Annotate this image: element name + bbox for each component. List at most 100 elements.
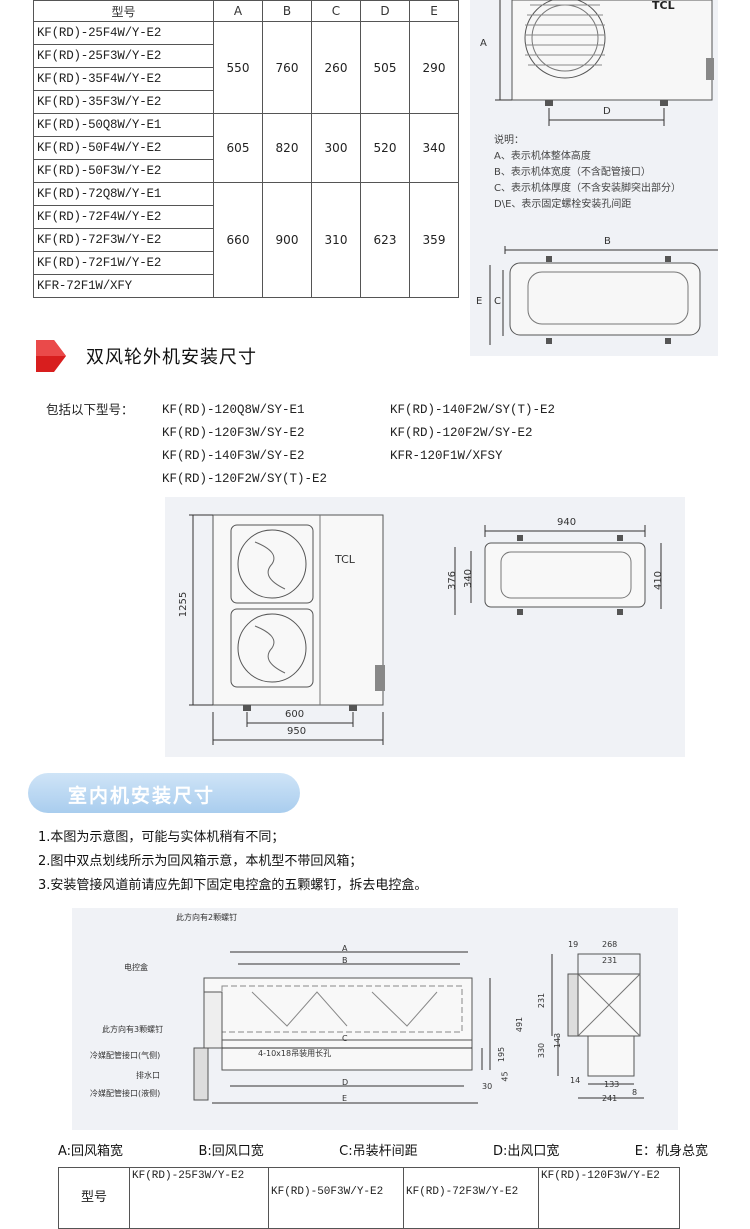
table-row: KF(RD)-35F4W/Y-E2 <box>33 67 459 91</box>
table-row: KF(RD)-50Q8W/Y-E1 605 820 300 520 340 <box>33 113 459 183</box>
legend-item: D:出风口宽 <box>493 1144 560 1159</box>
twin-fan-drawing <box>189 514 662 745</box>
red-arrow-icon <box>36 340 66 372</box>
model-cell: KF(RD)-50F3W/Y-E2 <box>33 159 214 183</box>
twin-fan-diagram-panel: TCL 1255 600 950 940 376 340 410 <box>165 497 685 757</box>
dim-d-label: D <box>342 1078 349 1087</box>
header-e: E <box>409 0 459 22</box>
dim-491: 491 <box>515 1016 525 1033</box>
indoor-dimension-table: 型号 KF(RD)-25F3W/Y-E2 KF(RD)-50F3W/Y-E2 K… <box>58 1167 680 1229</box>
header-model: 型号 <box>58 1167 130 1229</box>
model-cell: KF(RD)-72F3W/Y-E2 <box>33 228 214 252</box>
dim-330: 330 <box>537 1042 547 1059</box>
outdoor-dimension-table: 型号 A B C D E KF(RD)-25F4W/Y-E2 550 760 2… <box>33 0 459 298</box>
dim-133: 133 <box>604 1080 620 1089</box>
dim-depth-outer-label: 376 <box>447 570 459 591</box>
model-cell: KFR-72F1W/XFY <box>33 274 214 298</box>
model-list-2: KF(RD)-140F2W/SY(T)-E2 KF(RD)-120F2W/SY-… <box>390 399 555 468</box>
dim-30: 30 <box>482 1082 493 1091</box>
model-cell: KF(RD)-25F3W/Y-E2 <box>33 44 214 68</box>
dim-depth-inner-label: 340 <box>463 568 475 589</box>
model-cell: KF(RD)-72F4W/Y-E2 <box>33 205 214 229</box>
dim-8: 8 <box>632 1088 638 1097</box>
list-item: KF(RD)-120F2W/SY-E2 <box>390 426 533 440</box>
indoor-notes: 1.本图为示意图，可能与实体机稍有不同； 2.图中双点划线所示为回风箱示意，本机… <box>38 826 427 898</box>
list-item: KF(RD)-120Q8W/SY-E1 <box>162 403 305 417</box>
table-row: KF(RD)-50F4W/Y-E2 <box>33 136 459 160</box>
includes-label: 包括以下型号： <box>46 404 134 418</box>
dim-depth-right-label: 410 <box>653 570 665 591</box>
label-control-box: 电控盒 <box>124 963 148 972</box>
model-cell: KF(RD)-50Q8W/Y-E1 <box>33 113 214 137</box>
table-row: KF(RD)-72F4W/Y-E2 <box>33 205 459 229</box>
legend-item: E：机身总宽 <box>634 1144 708 1159</box>
outdoor-section-title: 双风轮外机安装尺寸 <box>86 347 257 368</box>
value-d: 520 <box>360 113 410 183</box>
model-cell: KF(RD)-50F4W/Y-E2 <box>33 136 214 160</box>
dim-width-label: 950 <box>287 726 307 737</box>
header-model: 型号 <box>33 0 214 22</box>
model-cell: KF(RD)-25F4W/Y-E2 <box>33 21 214 45</box>
indoor-section-banner: 室内机安装尺寸 <box>28 773 300 813</box>
dim-195: 195 <box>497 1046 507 1063</box>
dim-top-width-label: 940 <box>557 517 577 528</box>
list-item: 2.图中双点划线所示为回风箱示意，本机型不带回风箱； <box>38 854 363 869</box>
dim-height-label: 1255 <box>178 591 190 618</box>
value-c: 260 <box>311 21 361 114</box>
indoor-legend: A:回风箱宽 B:回风口宽 C:吊装杆间距 D:出风口宽 E：机身总宽 <box>58 1140 708 1159</box>
dim-268: 268 <box>602 940 618 949</box>
label-screws-2: 此方向有2颗螺钉 <box>176 913 238 922</box>
value-e: 340 <box>409 113 459 183</box>
label-liquid-pipe: 冷媒配管接口(液侧) <box>90 1089 161 1098</box>
model-list-1: KF(RD)-120Q8W/SY-E1 KF(RD)-120F3W/SY-E2 … <box>162 399 327 491</box>
value-c: 310 <box>311 182 361 298</box>
label-gas-pipe: 冷媒配管接口(气侧) <box>90 1051 161 1060</box>
table-header-row: 型号 A B C D E <box>33 0 459 22</box>
value-d: 505 <box>360 21 410 114</box>
dim-241: 241 <box>602 1094 618 1103</box>
dim-231-side: 231 <box>537 992 547 1009</box>
model-cell: KF(RD)-50F3W/Y-E2 <box>268 1167 404 1229</box>
label-screws-3: 此方向有3颗螺钉 <box>102 1025 164 1034</box>
dim-b-label: B <box>604 236 611 247</box>
label-hanging-holes: 4-10x18吊装用长孔 <box>258 1049 332 1058</box>
indoor-diagram-panel: 此方向有2颗螺钉 电控盒 此方向有3颗螺钉 冷媒配管接口(气侧) 排水口 冷媒配… <box>72 908 678 1130</box>
model-cell: KF(RD)-72F3W/Y-E2 <box>403 1167 539 1229</box>
legend-item: B:回风口宽 <box>198 1144 264 1159</box>
diagram-notes: 说明： A、表示机体整体高度 B、表示机体宽度（不含配管接口） C、表示机体厚度… <box>494 133 718 213</box>
list-item: KF(RD)-140F3W/SY-E2 <box>162 449 305 463</box>
table-row: KFR-72F1W/XFY <box>33 274 459 298</box>
list-item: 1.本图为示意图，可能与实体机稍有不同； <box>38 830 285 845</box>
dim-14: 14 <box>570 1076 581 1085</box>
list-item: 3.安装管接风道前请应先卸下固定电控盒的五颗螺钉，拆去电控盒。 <box>38 878 428 893</box>
outdoor-diagram-panel: TCL A D 说明： A、表示机体整体高度 B、表示机体宽度（不含配管接口） … <box>470 0 718 356</box>
brand-logo: TCL <box>652 0 675 12</box>
value-b: 900 <box>262 182 312 298</box>
brand-logo: TCL <box>335 553 355 566</box>
value-e: 290 <box>409 21 459 114</box>
model-cell: KF(RD)-35F4W/Y-E2 <box>33 67 214 91</box>
header-d: D <box>360 0 410 22</box>
list-item: KF(RD)-120F3W/SY-E2 <box>162 426 305 440</box>
note-item: C、表示机体厚度（不含安装脚突出部分） <box>494 183 681 194</box>
dim-231-top: 231 <box>602 956 618 965</box>
value-a: 550 <box>213 21 263 114</box>
table-row: KF(RD)-25F4W/Y-E2 550 760 260 505 290 <box>33 21 459 114</box>
dim-19: 19 <box>568 940 579 949</box>
model-cell: KF(RD)-35F3W/Y-E2 <box>33 90 214 114</box>
dim-a-label: A <box>342 944 348 953</box>
value-e: 359 <box>409 182 459 298</box>
value-c: 300 <box>311 113 361 183</box>
dim-c-label: C <box>342 1034 348 1043</box>
value-b: 820 <box>262 113 312 183</box>
table-row: KF(RD)-50F3W/Y-E2 <box>33 159 459 183</box>
header-b: B <box>262 0 312 22</box>
note-item: B、表示机体宽度（不含配管接口） <box>494 167 651 178</box>
table-header-row: 型号 KF(RD)-25F3W/Y-E2 KF(RD)-50F3W/Y-E2 K… <box>58 1167 680 1229</box>
value-d: 623 <box>360 182 410 298</box>
list-item: KF(RD)-140F2W/SY(T)-E2 <box>390 403 556 417</box>
note-item: D\E、表示固定螺栓安装孔间距 <box>494 199 632 210</box>
table-row: KF(RD)-72Q8W/Y-E1 660 900 310 623 359 <box>33 182 459 298</box>
list-item: KFR-120F1W/XFSY <box>390 449 503 463</box>
value-b: 760 <box>262 21 312 114</box>
